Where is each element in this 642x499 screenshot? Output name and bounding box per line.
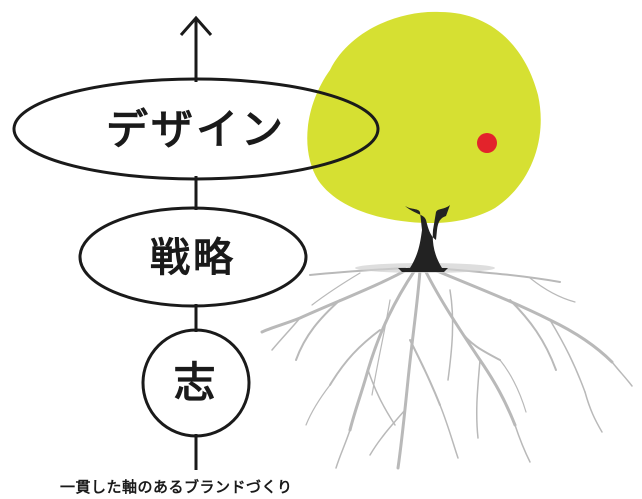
- aspiration-label: 志: [173, 358, 219, 407]
- caption: 一貫した軸のあるブランドづくり: [60, 478, 293, 496]
- strategy-label: 戦略: [150, 235, 236, 281]
- design-label: デザイン: [105, 105, 286, 154]
- fruit-dot: [477, 133, 497, 153]
- tree-canopy: [307, 11, 541, 224]
- aspiration-circle: [141, 328, 251, 438]
- tree-roots: [260, 266, 633, 470]
- strategy-ellipse: [78, 206, 308, 308]
- design-ellipse: [12, 77, 380, 181]
- tree-trunk: [405, 205, 450, 268]
- arrow-up-icon: [179, 15, 213, 36]
- trunk-base: [398, 268, 448, 272]
